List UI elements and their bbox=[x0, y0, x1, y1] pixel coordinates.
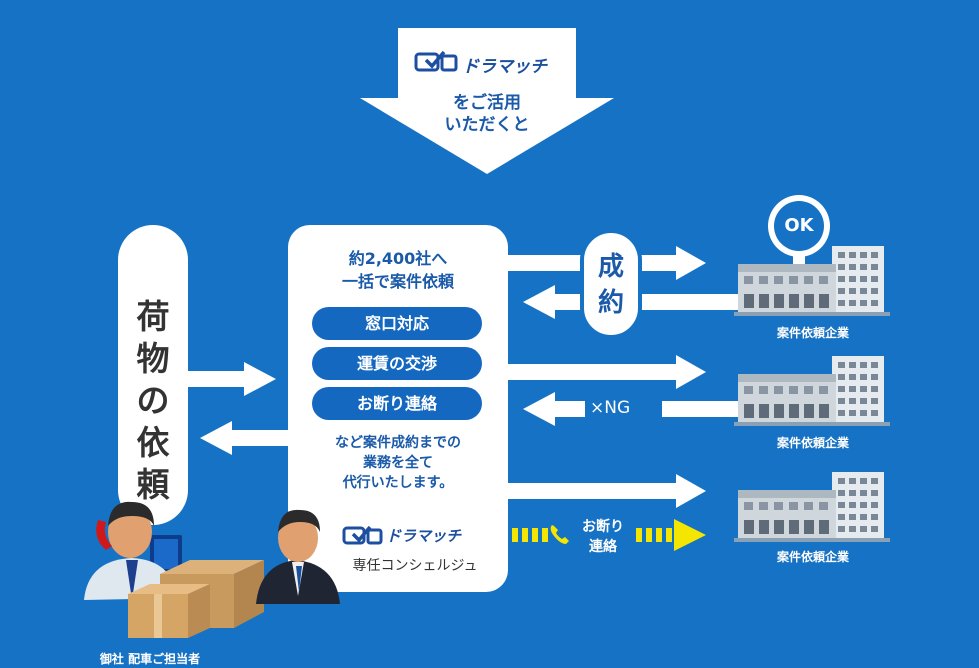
left-char-2: 物 bbox=[136, 339, 170, 378]
top-logo-text: ドラマッチ bbox=[462, 57, 547, 77]
service-pill-reception: 窓口対応 bbox=[312, 307, 482, 340]
concierge-label: 専任コンシェルジュ bbox=[352, 558, 478, 574]
card-headline-line2: 一括で案件依頼 bbox=[341, 272, 454, 291]
warehouse-building-1 bbox=[734, 246, 890, 316]
company-label-1: 案件依頼企業 bbox=[776, 326, 849, 340]
buildings bbox=[734, 246, 890, 542]
card-logo-mark bbox=[342, 525, 383, 545]
phone-icon bbox=[550, 525, 569, 544]
decline-line1: お断り bbox=[582, 519, 624, 535]
left-request-bar bbox=[118, 225, 188, 525]
ng-label: ×NG bbox=[590, 398, 631, 418]
card-headline-line1: 約2,400社へ bbox=[348, 249, 448, 268]
contract-pill-bg bbox=[580, 229, 642, 339]
left-char-1: 荷 bbox=[136, 297, 170, 336]
warehouse-building-2 bbox=[734, 356, 890, 426]
top-banner-line2: いただくと bbox=[444, 115, 530, 135]
card-body-line2: 業務を全て bbox=[363, 455, 433, 471]
card-body-line3: 代行いたします。 bbox=[342, 475, 454, 491]
manager-illustration bbox=[84, 501, 264, 638]
arrow-center-to-company-2 bbox=[508, 355, 706, 389]
arrow-company-2-ng bbox=[523, 392, 738, 426]
card-logo-text: ドラマッチ bbox=[386, 527, 462, 545]
manager-label: 御社 配車ご担当者 bbox=[99, 652, 201, 666]
left-char-4: 依 bbox=[136, 423, 170, 462]
left-char-5: 頼 bbox=[136, 465, 170, 504]
left-char-3: の bbox=[136, 381, 170, 420]
card-body-line1: など案件成約までの bbox=[335, 435, 461, 451]
top-down-arrow bbox=[360, 28, 614, 174]
contract-char-2: 約 bbox=[597, 288, 624, 318]
arrow-center-to-left bbox=[200, 421, 288, 455]
decline-line2: 連絡 bbox=[589, 539, 617, 555]
arrow-center-to-company-3 bbox=[508, 474, 706, 508]
contract-char-1: 成 bbox=[597, 252, 624, 282]
arrow-left-to-center bbox=[188, 362, 276, 396]
service-pill-decline: お断り連絡 bbox=[312, 387, 482, 420]
yellow-decline-arrow bbox=[512, 519, 706, 551]
concierge-illustration bbox=[256, 509, 340, 604]
top-banner-line1: をご活用 bbox=[453, 93, 521, 113]
warehouse-building-3 bbox=[734, 472, 890, 542]
top-logo-mark bbox=[414, 50, 458, 72]
company-label-2: 案件依頼企業 bbox=[776, 436, 849, 450]
service-pill-negotiation: 運賃の交渉 bbox=[312, 347, 482, 380]
company-label-3: 案件依頼企業 bbox=[776, 550, 849, 564]
ok-badge-text: OK bbox=[784, 215, 814, 236]
